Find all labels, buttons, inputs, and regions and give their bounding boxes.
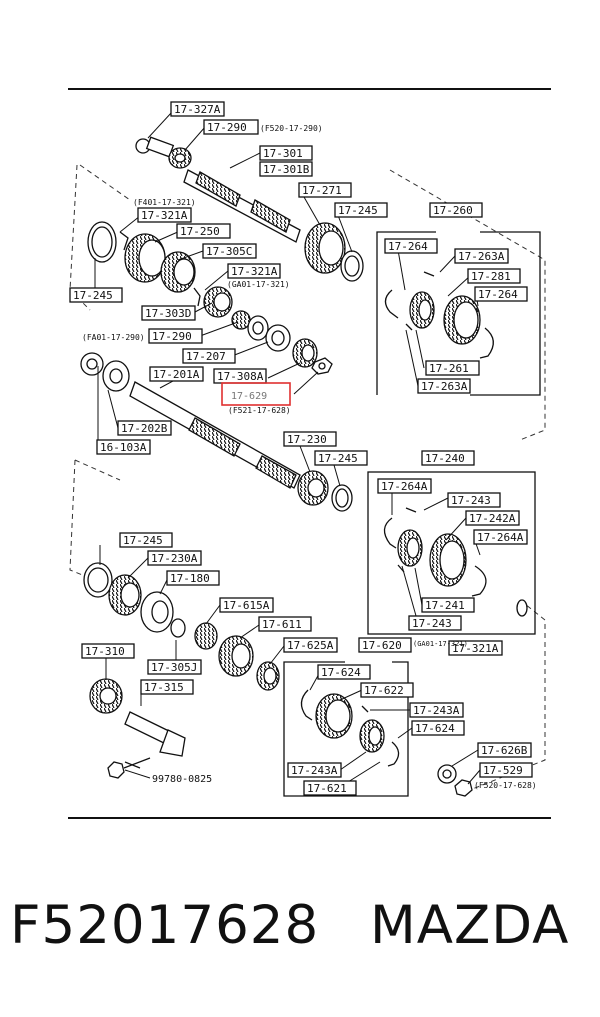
label-17-201a: 17-201A bbox=[153, 368, 200, 381]
label-17-301: 17-301 bbox=[263, 147, 303, 160]
label-17-260: 17-260 bbox=[433, 204, 473, 217]
label-17-321a-3: 17-321A bbox=[452, 642, 499, 655]
nut-icon bbox=[454, 779, 473, 797]
label-17-264: 17-264 bbox=[388, 240, 428, 253]
label-17-230a: 17-230A bbox=[151, 552, 198, 565]
label-17-629: 17-629 bbox=[231, 391, 267, 402]
bolt-icon bbox=[107, 761, 125, 779]
reverse-idler bbox=[89, 678, 186, 779]
bottom-rule bbox=[68, 817, 551, 819]
bearing-icon bbox=[231, 310, 251, 330]
label-17-263a: 17-263A bbox=[458, 250, 505, 263]
label-17-327a: 17-327A bbox=[174, 103, 221, 116]
washer-icon bbox=[170, 618, 186, 638]
end-nut bbox=[437, 764, 473, 797]
label-17-243a-2: 17-243A bbox=[291, 764, 338, 777]
label-17-264a: 17-264A bbox=[381, 480, 428, 493]
label-17-290-b: 17-290 bbox=[152, 330, 192, 343]
label-17-321a-2: 17-321A bbox=[231, 265, 278, 278]
label-17-245-d: 17-245 bbox=[123, 534, 163, 547]
clip-icon bbox=[193, 287, 201, 307]
label-17-180: 17-180 bbox=[170, 572, 210, 585]
label-17-305c: 17-305C bbox=[206, 245, 252, 258]
label-17-611: 17-611 bbox=[262, 618, 302, 631]
synchronizer-box-middle bbox=[367, 471, 536, 635]
label-16-103a: 16-103A bbox=[100, 441, 147, 454]
exploded-parts-diagram: 17-327A 17-290 (F520-17-290) 17-301 17-3… bbox=[69, 101, 546, 797]
label-17-264a-2: 17-264A bbox=[477, 531, 524, 544]
output-shaft bbox=[80, 352, 353, 512]
label-17-624-b: 17-624 bbox=[415, 722, 455, 735]
label-17-243-b: 17-243 bbox=[412, 617, 452, 630]
counter-gears bbox=[83, 562, 280, 691]
spring-icon bbox=[387, 741, 400, 767]
highlighted-part-box bbox=[221, 382, 291, 406]
part-labels: 17-327A 17-290 (F520-17-290) 17-301 17-3… bbox=[73, 103, 537, 795]
brand-text: MAZDA bbox=[370, 895, 570, 956]
label-17-620: 17-620 bbox=[362, 639, 402, 652]
label-17-321a: 17-321A bbox=[141, 209, 188, 222]
spring-icon bbox=[384, 289, 399, 319]
label-17-263a-2: 17-263A bbox=[421, 380, 468, 393]
input-shaft bbox=[135, 136, 301, 243]
label-17-529: 17-529 bbox=[483, 764, 523, 777]
label-17-242a: 17-242A bbox=[469, 512, 516, 525]
gear-cluster-right bbox=[304, 222, 364, 282]
bolt-part-number: 99780-0825 bbox=[152, 774, 212, 785]
label-17-271: 17-271 bbox=[302, 184, 342, 197]
spring-icon bbox=[479, 327, 494, 359]
gear-cluster-upper bbox=[87, 221, 333, 375]
label-17-308a: 17-308A bbox=[217, 370, 264, 383]
label-17-626b: 17-626B bbox=[481, 744, 528, 757]
label-17-240: 17-240 bbox=[425, 452, 465, 465]
note-f401-17-321: (F401-17-321) bbox=[133, 198, 196, 207]
snap-ring-icon bbox=[516, 599, 528, 617]
label-17-202b: 17-202B bbox=[121, 422, 168, 435]
label-17-303d: 17-303D bbox=[145, 307, 191, 320]
label-17-621: 17-621 bbox=[307, 782, 347, 795]
note-ga01-17-321: (GA01-17-321) bbox=[227, 280, 290, 289]
part-number-text: F52017628 bbox=[10, 895, 320, 956]
spring-icon bbox=[383, 517, 397, 549]
synchronizer-box-lower bbox=[283, 661, 409, 797]
part-label-boxes bbox=[69, 101, 533, 796]
label-17-264-b: 17-264 bbox=[478, 288, 518, 301]
note-f520-17-290: (F520-17-290) bbox=[260, 124, 323, 133]
label-17-281: 17-281 bbox=[471, 270, 511, 283]
note-f520-17-628: (F520-17-628) bbox=[474, 781, 537, 790]
note-f521-17-628: (F521-17-628) bbox=[228, 406, 291, 415]
synchronizer-box-upper bbox=[376, 231, 541, 396]
label-17-245-c: 17-245 bbox=[318, 452, 358, 465]
spring-icon bbox=[471, 565, 487, 597]
label-17-261: 17-261 bbox=[429, 362, 469, 375]
label-17-290: 17-290 bbox=[207, 121, 247, 134]
caption: F52017628 MAZDA bbox=[0, 895, 600, 975]
label-17-615a: 17-615A bbox=[223, 599, 270, 612]
top-rule bbox=[68, 88, 551, 90]
label-17-230: 17-230 bbox=[287, 433, 327, 446]
label-17-625a: 17-625A bbox=[287, 639, 334, 652]
label-17-250: 17-250 bbox=[180, 225, 220, 238]
label-17-310: 17-310 bbox=[85, 645, 125, 658]
label-17-245: 17-245 bbox=[338, 204, 378, 217]
label-17-243a: 17-243A bbox=[413, 704, 460, 717]
label-17-315: 17-315 bbox=[144, 681, 184, 694]
label-17-245-b: 17-245 bbox=[73, 289, 113, 302]
label-17-624: 17-624 bbox=[321, 666, 361, 679]
spring-icon bbox=[300, 689, 313, 721]
label-17-207: 17-207 bbox=[186, 350, 226, 363]
note-ga01-17-321-b: (GA01-17-321) bbox=[413, 640, 468, 648]
label-17-243: 17-243 bbox=[451, 494, 491, 507]
label-17-622: 17-622 bbox=[364, 684, 404, 697]
bearing-icon bbox=[194, 622, 218, 650]
label-17-301b: 17-301B bbox=[263, 163, 310, 176]
note-fa01-17-290: (FA01-17-290) bbox=[82, 333, 145, 342]
label-17-241: 17-241 bbox=[425, 599, 465, 612]
label-17-305j: 17-305J bbox=[151, 661, 197, 674]
